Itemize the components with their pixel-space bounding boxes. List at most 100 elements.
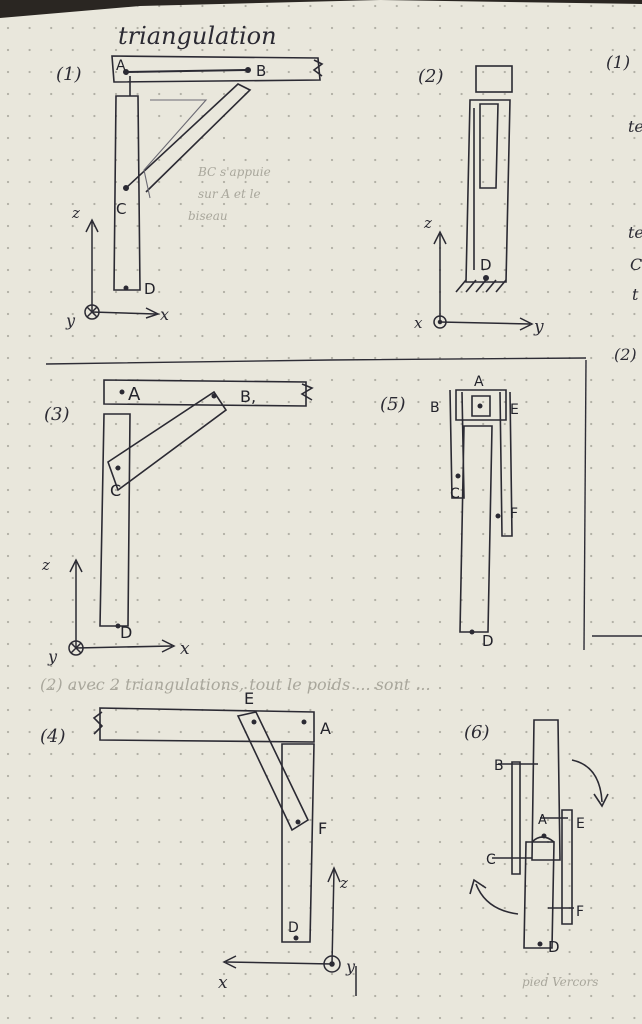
f3-label-d: D <box>120 623 132 642</box>
svg-text:C: C <box>630 255 642 274</box>
f1-label-a: A <box>116 58 126 74</box>
f4-label-f: F <box>318 819 327 838</box>
divider-lines <box>45 357 642 651</box>
f5-point-c <box>455 473 461 479</box>
f3-axis-y: y <box>47 647 58 666</box>
figure-3: (3) A B, C D z x y <box>41 379 314 666</box>
figure-2: (2) D z x y <box>414 65 544 337</box>
f2-axis-z: z <box>423 214 432 232</box>
f5-label-b: B <box>430 400 440 416</box>
f2-axis-x: x <box>414 314 423 332</box>
f4-axis-y: y <box>345 957 356 976</box>
f1-label-d: D <box>144 280 156 298</box>
f1-point-a <box>123 69 129 75</box>
f5-post <box>459 425 493 633</box>
svg-text:BC s'appuie: BC s'appuie <box>197 165 271 179</box>
f5-label-f: F <box>510 506 518 522</box>
f1-pencil-note: BC s'appuie sur A et le biseau <box>188 165 271 223</box>
f4-axis-x: x <box>218 973 228 993</box>
f3-point-c <box>115 465 121 471</box>
f5-point-f <box>495 513 501 519</box>
f5-point-a <box>477 403 483 409</box>
page-title: triangulation <box>118 22 277 50</box>
f6-left-brace <box>511 761 521 875</box>
svg-text:(2): (2) <box>614 345 637 364</box>
f3-axis-z: z <box>41 556 50 574</box>
f6-label-d: D <box>548 938 560 956</box>
f6-arrow-upper <box>571 759 603 803</box>
figure-6-number: (6) <box>464 722 490 743</box>
f5-label-c: C <box>450 486 460 502</box>
f6-caption: pied Vercors <box>522 975 598 989</box>
f2-inner-brace <box>479 103 499 189</box>
f5-label-e: E <box>510 402 519 418</box>
f4-point-e <box>251 719 257 725</box>
f6-arrow-lower <box>475 883 519 915</box>
f3-axis-x: x <box>180 639 190 659</box>
f6-lower-post <box>523 841 555 949</box>
f4-point-a <box>301 719 307 725</box>
f4-label-e: E <box>244 689 254 708</box>
f3-point-a <box>119 389 125 395</box>
f4-label-a: A <box>320 719 331 738</box>
f1-point-d <box>123 285 129 291</box>
figure-1-number: (1) <box>56 64 82 85</box>
f6-label-e: E <box>576 816 585 832</box>
figure-4: (4) E A F D z x y <box>40 689 357 996</box>
f1-axes <box>84 218 160 320</box>
f5-label-a: A <box>474 374 484 390</box>
f6-label-a: A <box>538 813 547 828</box>
f5-top-block <box>455 389 507 421</box>
f4-top-beam <box>99 707 315 743</box>
f4-brace <box>236 711 310 832</box>
figure-3-number: (3) <box>44 404 70 425</box>
f1-axis-z: z <box>71 204 80 222</box>
f1-point-b <box>245 67 251 73</box>
svg-text:sur A et le: sur A et le <box>198 187 261 201</box>
f2-axis-y: y <box>533 317 544 337</box>
f3-brace <box>107 390 228 492</box>
f3-point-b <box>211 393 217 399</box>
f4-post <box>281 743 315 943</box>
f3-axes <box>68 558 176 656</box>
f5-label-d: D <box>482 632 494 650</box>
f2-axes <box>433 230 534 331</box>
f1-label-c: C <box>116 200 126 218</box>
f5-left-brace <box>449 389 465 499</box>
svg-text:te: te <box>628 223 642 242</box>
f1-point-c <box>123 185 129 191</box>
figure-2-number: (2) <box>418 66 444 87</box>
faint-line: (2) avec 2 triangulations, tout le poids… <box>40 675 431 694</box>
f4-axis-z: z <box>339 874 348 892</box>
f1-brace <box>125 83 252 193</box>
f1-break-mark <box>312 59 324 77</box>
svg-text:t: t <box>632 285 639 304</box>
f1-axis-x: x <box>160 305 169 324</box>
f2-point-d <box>483 275 489 281</box>
f6-right-brace <box>561 809 573 925</box>
f4-point-d <box>293 935 299 941</box>
f5-right-brace <box>499 391 513 537</box>
f1-label-b: B <box>256 62 266 80</box>
f3-post <box>99 413 131 627</box>
f6-point-a <box>541 833 547 839</box>
f3-label-b: B, <box>240 387 256 406</box>
f6-label-f: F <box>576 904 584 920</box>
f1-axis-y: y <box>65 311 76 330</box>
svg-text:te: te <box>628 117 642 136</box>
right-column: (1) (2) te te C t <box>606 53 642 364</box>
figure-1: (1) A B C D BC s'appuie sur A et le bise… <box>56 55 324 330</box>
svg-text:biseau: biseau <box>188 209 228 223</box>
figure-6: (6) B A E C F D pied Vercors <box>464 719 609 989</box>
f2-top-block <box>475 65 513 93</box>
f4-point-f <box>295 819 301 825</box>
figure-4-number: (4) <box>40 726 66 747</box>
f3-label-a: A <box>128 384 141 405</box>
f2-label-d: D <box>480 256 492 274</box>
f4-axes <box>222 866 357 996</box>
f1-top-beam <box>111 55 321 83</box>
f3-point-d <box>115 623 121 629</box>
